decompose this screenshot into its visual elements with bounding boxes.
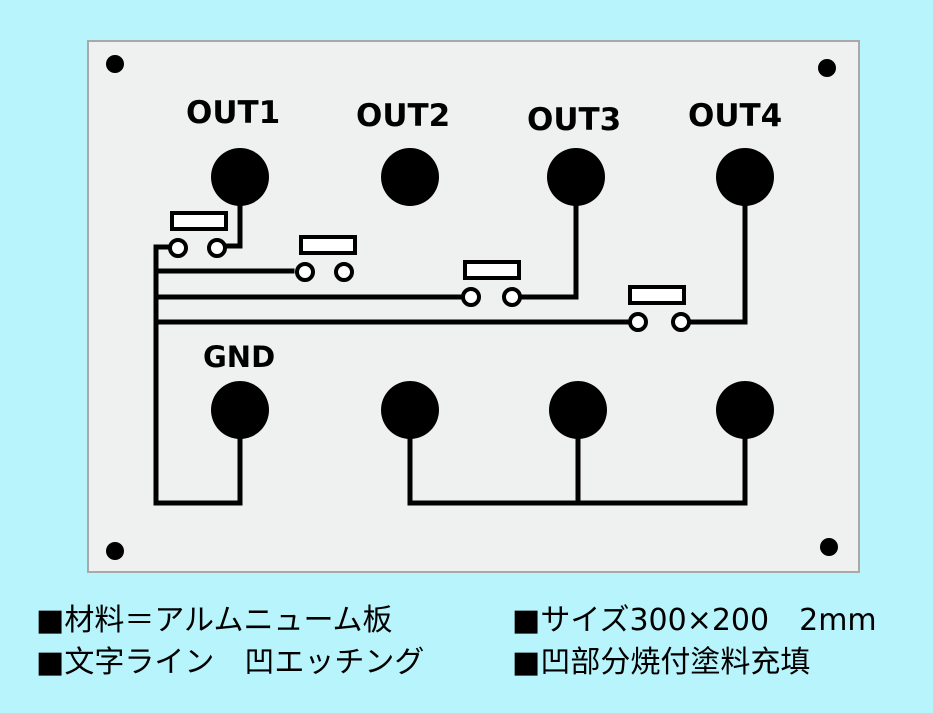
switch-4-lever [628,285,686,305]
spec-material: ■材料＝アルムニューム板 [36,603,393,638]
spec-lettering: ■文字ライン 凹エッチング [36,645,425,680]
switch-1-contact-a [168,238,188,258]
ground-bus-trace [153,244,243,506]
out2-jack [381,148,439,206]
out4-trace [689,197,748,325]
mounting-hole-top-left [106,55,124,73]
common-jack-3 [716,381,774,439]
mounting-hole-top-right [818,59,836,77]
out3-jack [547,148,605,206]
mounting-hole-bottom-left [106,542,124,560]
switch-4 [628,285,691,332]
out3-label: OUT3 [527,102,622,138]
out1-trace [222,197,243,249]
switch-2-lever [299,235,357,255]
mounting-hole-bottom-right [820,538,838,556]
spec-size: ■サイズ300×200 2mm [512,603,877,638]
switch-1 [168,211,228,258]
out1-jack [211,148,269,206]
gnd-label: GND [203,340,276,374]
switch-4-contact-a [628,312,648,332]
switch-2 [295,235,357,282]
out3-trace [519,197,579,300]
switch-1-contact-b [207,238,227,258]
switch-4-contact-b [671,312,691,332]
common-jack-2 [549,381,607,439]
switch-1-lever [170,211,228,231]
switch-2-contact-b [334,262,354,282]
switch-3-contact-b [502,287,522,307]
out2-label: OUT2 [356,98,451,134]
switch-3-lever [463,260,521,280]
spec-finish: ■凹部分焼付塗料充填 [512,645,811,680]
common-jack-1 [381,381,439,439]
switch-3-contact-a [461,287,481,307]
out4-label: OUT4 [688,98,783,134]
out1-label: OUT1 [186,95,281,131]
out4-jack [716,148,774,206]
switch-2-contact-a [295,262,315,282]
gnd-jack [211,381,269,439]
switch-3 [461,260,522,307]
